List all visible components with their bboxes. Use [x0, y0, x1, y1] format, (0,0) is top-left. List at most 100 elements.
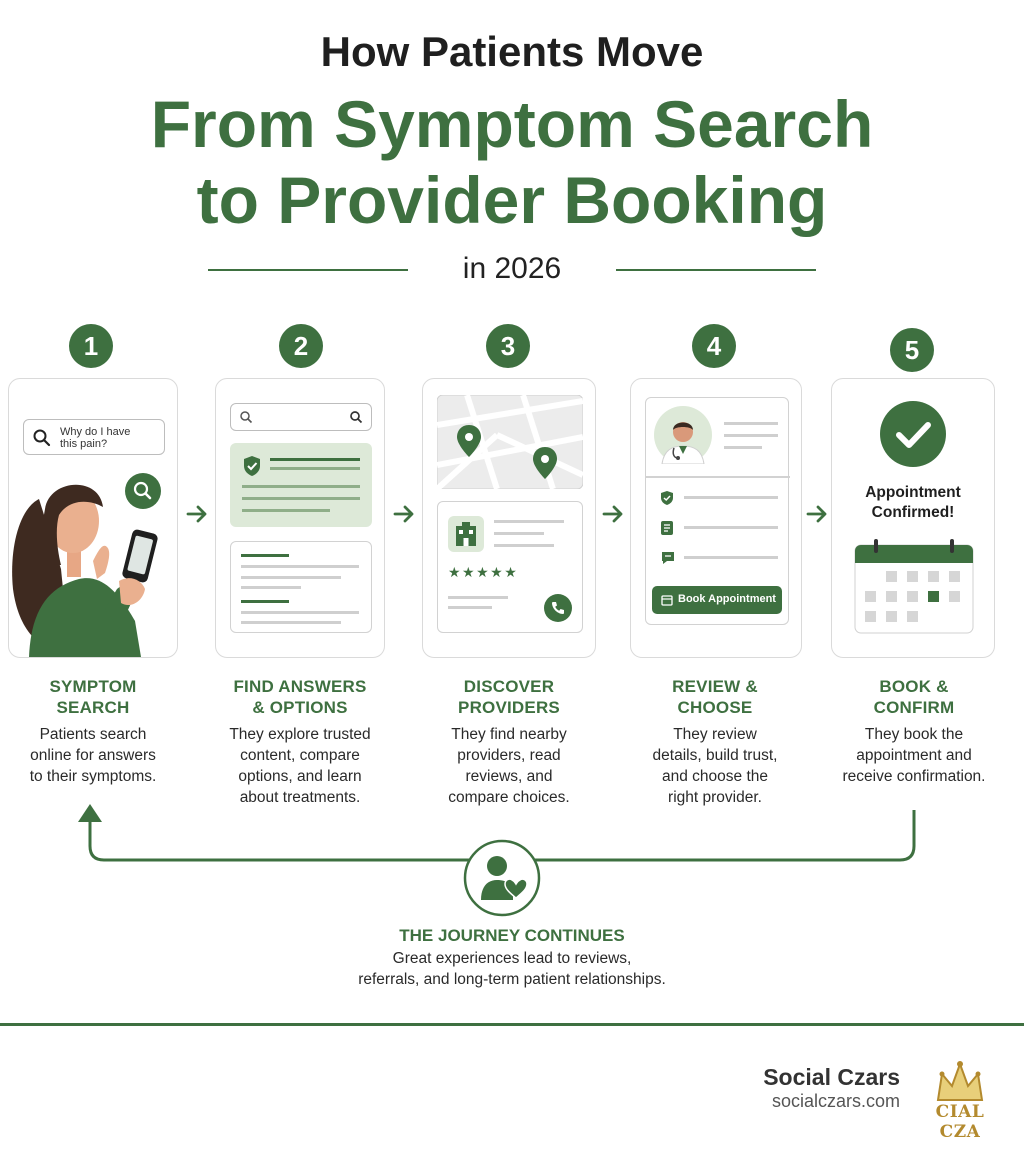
- step-1-title-line-2: SEARCH: [56, 698, 130, 717]
- step-5-title-line-1: BOOK &: [879, 677, 949, 696]
- search-icon-right: [350, 411, 363, 424]
- step-2-desc-line: content, compare: [240, 747, 360, 764]
- step-5-desc-line: They book the: [864, 726, 964, 743]
- arrow-right-icon: [602, 505, 623, 523]
- step-1-desc-line: Patients search: [39, 726, 147, 743]
- search-query-line-2: this pain?: [60, 438, 108, 450]
- step-3-title-line-2: PROVIDERS: [458, 698, 560, 717]
- step-5-desc-line: appointment and: [856, 747, 972, 764]
- arrow-right-icon: [806, 505, 827, 523]
- confirmed-line-1: Appointment: [865, 484, 961, 501]
- logo-text: CIAL CZA: [935, 1102, 985, 1142]
- search-icon-small: [240, 411, 253, 424]
- map-illustration: [437, 395, 583, 489]
- title-line-2a: From Symptom Search: [150, 87, 874, 161]
- phone-icon: [544, 594, 572, 622]
- symptom-search-box: Why do I have this pain?: [23, 419, 165, 455]
- step-1-description: Patients search online for answers to th…: [8, 724, 178, 787]
- doctor-avatar: [654, 406, 712, 464]
- step-3-desc-line: providers, read: [457, 747, 561, 764]
- loop-arrowhead-up-icon: [78, 804, 102, 822]
- step-1-card: Why do I have this pain?: [8, 378, 178, 658]
- brand-url[interactable]: socialczars.com: [771, 1091, 900, 1111]
- step-3-title: DISCOVER PROVIDERS: [414, 676, 604, 718]
- search-bar: [230, 403, 372, 431]
- search-query: Why do I have this pain?: [60, 426, 130, 450]
- step-4-desc-line: They review: [673, 726, 757, 743]
- title-line-2b: to Provider Booking: [196, 163, 828, 237]
- journey-desc-line-2: referrals, and long-term patient relatio…: [358, 971, 666, 988]
- check-circle-icon: [880, 401, 946, 467]
- trusted-result-card: [230, 443, 372, 527]
- step-1-desc-line: to their symptoms.: [29, 768, 157, 785]
- step-1-number: 1: [69, 324, 113, 368]
- brand-name: Social Czars: [763, 1064, 900, 1090]
- step-4-card: Book Appointment: [630, 378, 802, 658]
- title-line-1: How Patients Move: [320, 28, 704, 75]
- options-list-card: [230, 541, 372, 633]
- step-4-desc-line: right provider.: [668, 789, 762, 806]
- provider-profile: Book Appointment: [645, 397, 790, 625]
- search-button-icon: [125, 473, 161, 509]
- step-2-number: 2: [279, 324, 323, 368]
- step-3-desc-line: reviews, and: [465, 768, 553, 785]
- year-row: in 2026: [208, 252, 816, 288]
- step-5-description: They book the appointment and receive co…: [824, 724, 1004, 787]
- appointment-confirmed-text: Appointment Confirmed!: [832, 483, 994, 523]
- step-3-desc-line: compare choices.: [448, 789, 570, 806]
- step-3-description: They find nearby providers, read reviews…: [414, 724, 604, 808]
- step-5-desc-line: receive confirmation.: [842, 768, 986, 785]
- step-1-title: SYMPTOM SEARCH: [8, 676, 178, 718]
- step-3-desc-line: They find nearby: [451, 726, 567, 743]
- social-czars-logo: CIAL CZA: [916, 1058, 1004, 1142]
- year-label: in 2026: [462, 252, 562, 285]
- step-3-title-line-1: DISCOVER: [463, 677, 555, 696]
- step-5-title-line-2: CONFIRM: [873, 698, 955, 717]
- calendar-icon: [854, 539, 974, 634]
- step-2-desc-line: They explore trusted: [229, 726, 371, 743]
- footer-divider: [0, 1023, 1024, 1026]
- arrow-right-icon: [186, 505, 207, 523]
- confirmed-line-2: Confirmed!: [871, 504, 955, 521]
- step-4-desc-line: and choose the: [661, 768, 768, 785]
- step-4-title-line-1: REVIEW &: [672, 677, 758, 696]
- step-5-card: Appointment Confirmed!: [831, 378, 995, 658]
- search-query-line-1: Why do I have: [60, 426, 131, 438]
- crown-icon: [936, 1061, 984, 1101]
- shield-check-icon: [661, 491, 673, 505]
- book-appointment-button[interactable]: Book Appointment: [652, 586, 782, 614]
- chat-bubble-icon: [662, 552, 674, 564]
- document-icon: [661, 521, 673, 535]
- provider-listing: ★★★★★: [437, 501, 583, 633]
- journey-circle: [463, 839, 541, 917]
- step-1-desc-line: online for answers: [30, 747, 156, 764]
- step-4-title: REVIEW & CHOOSE: [620, 676, 810, 718]
- calendar-small-icon: [661, 595, 673, 606]
- step-3-card: ★★★★★: [422, 378, 596, 658]
- patient-heart-icon: [481, 856, 528, 900]
- year-divider-left: [208, 269, 408, 271]
- year-divider-right: [616, 269, 816, 271]
- step-2-desc-line: options, and learn: [238, 768, 362, 785]
- step-5-number: 5: [890, 328, 934, 372]
- step-4-desc-line: details, build trust,: [652, 747, 778, 764]
- step-3-number: 3: [486, 324, 530, 368]
- step-5-title: BOOK & CONFIRM: [824, 676, 1004, 718]
- search-icon: [33, 429, 51, 447]
- woman-with-phone-illustration: [12, 484, 158, 657]
- step-2-title: FIND ANSWERS & OPTIONS: [205, 676, 395, 718]
- step-2-description: They explore trusted content, compare op…: [205, 724, 395, 808]
- arrow-right-icon: [393, 505, 414, 523]
- journey-continues-title: THE JOURNEY CONTINUES: [399, 926, 625, 945]
- journey-desc-line-1: Great experiences lead to reviews,: [392, 950, 632, 967]
- step-2-card: [215, 378, 385, 658]
- step-4-description: They review details, build trust, and ch…: [620, 724, 810, 808]
- title-line-2: From Symptom Search to Provider Booking: [0, 86, 1024, 238]
- step-4-title-line-2: CHOOSE: [677, 698, 753, 717]
- journey-continues-description: Great experiences lead to reviews, refer…: [0, 948, 1024, 990]
- shield-check-icon: [244, 456, 260, 476]
- step-2-desc-line: about treatments.: [239, 789, 361, 806]
- hospital-building-icon: [448, 516, 484, 552]
- step-1-title-line-1: SYMPTOM: [49, 677, 137, 696]
